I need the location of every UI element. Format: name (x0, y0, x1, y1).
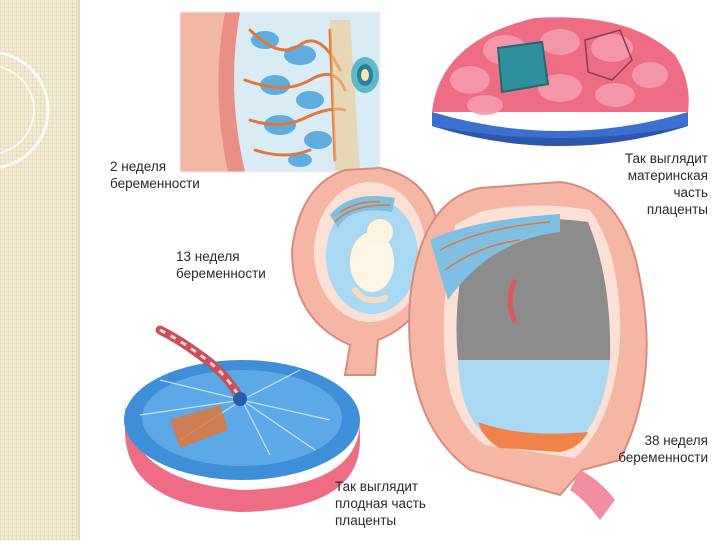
week2-tissue-illustration (179, 11, 381, 173)
maternal-part-caption: Так выглядит материнская часть плаценты (624, 151, 708, 217)
fetal-placenta-illustration (124, 325, 360, 512)
sidebar-ornament-icon (0, 51, 50, 169)
decorative-sidebar (0, 0, 78, 540)
week2-caption: 2 неделя беременности (110, 159, 200, 191)
sidebar-divider (78, 0, 80, 540)
maternal-placenta-illustration (432, 17, 689, 146)
week13-caption: 13 неделя беременности (176, 249, 266, 281)
fetal-part-caption: Так выглядит плодная часть плаценты (335, 479, 426, 528)
week38-uterus-illustration (408, 180, 648, 520)
week38-caption: 38 неделя беременности (618, 433, 708, 465)
week13-uterus-illustration (290, 166, 442, 376)
